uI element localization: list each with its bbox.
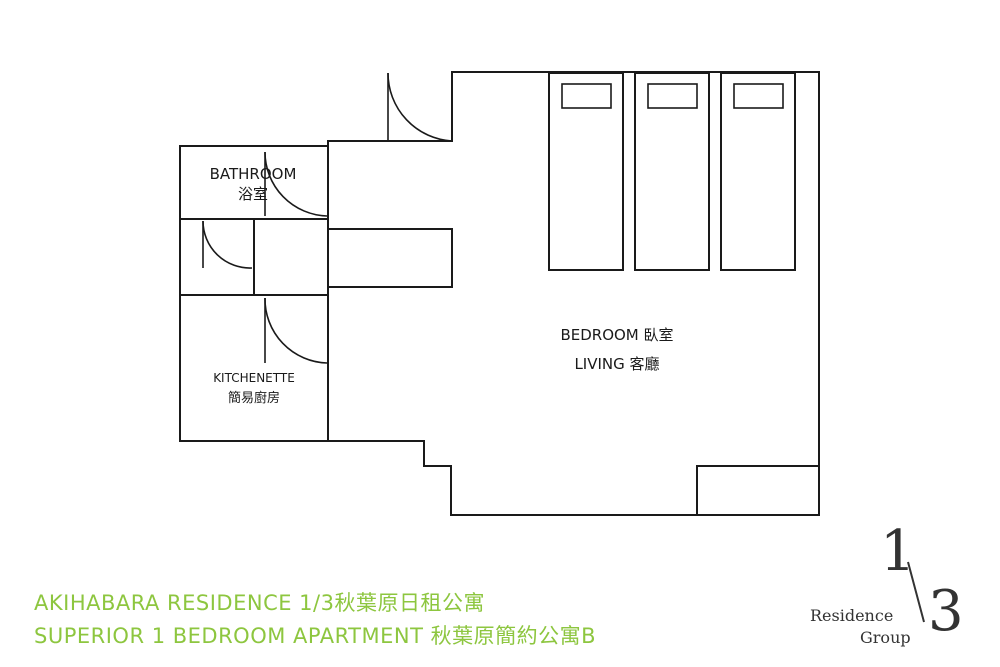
- bed: [548, 72, 624, 271]
- logo-numerator: 1: [880, 519, 916, 584]
- cabinet: [696, 465, 820, 516]
- kitchenette-door: [264, 297, 328, 364]
- bedroom-label-line2: LIVING 客廳: [574, 355, 660, 373]
- logo-denominator: 3: [928, 579, 964, 644]
- kitchenette-label: KITCHENETTE 簡易廚房: [194, 368, 314, 410]
- bathroom-label-en: BATHROOM: [209, 165, 297, 183]
- kitchenette-label-zh: 簡易廚房: [227, 391, 280, 406]
- apartment-outer-wall: [179, 71, 820, 516]
- bedroom-label-line1: BEDROOM 臥室: [560, 326, 674, 344]
- bathroom-label: BATHROOM 浴室: [193, 164, 313, 204]
- bedroom-label: BEDROOM 臥室 LIVING 客廳: [527, 321, 707, 379]
- kitchenette-label-en: KITCHENETTE: [213, 371, 295, 385]
- bed: [720, 72, 796, 271]
- toilet-door: [202, 220, 253, 269]
- caption-line-2: SUPERIOR 1 BEDROOM APARTMENT 秋葉原簡約公寓B: [34, 624, 596, 648]
- logo-slash-line: [907, 561, 925, 623]
- counter: [327, 228, 453, 288]
- bathroom-walls: [180, 146, 329, 441]
- logo-word-group: Group: [860, 628, 911, 647]
- bed: [634, 72, 710, 271]
- bathroom-label-zh: 浴室: [237, 185, 268, 203]
- logo-word-residence: Residence: [810, 606, 894, 625]
- caption-line-1: AKIHABARA RESIDENCE 1/3秋葉原日租公寓: [34, 591, 485, 615]
- entrance-door: [387, 72, 453, 142]
- bathroom-door: [264, 151, 328, 217]
